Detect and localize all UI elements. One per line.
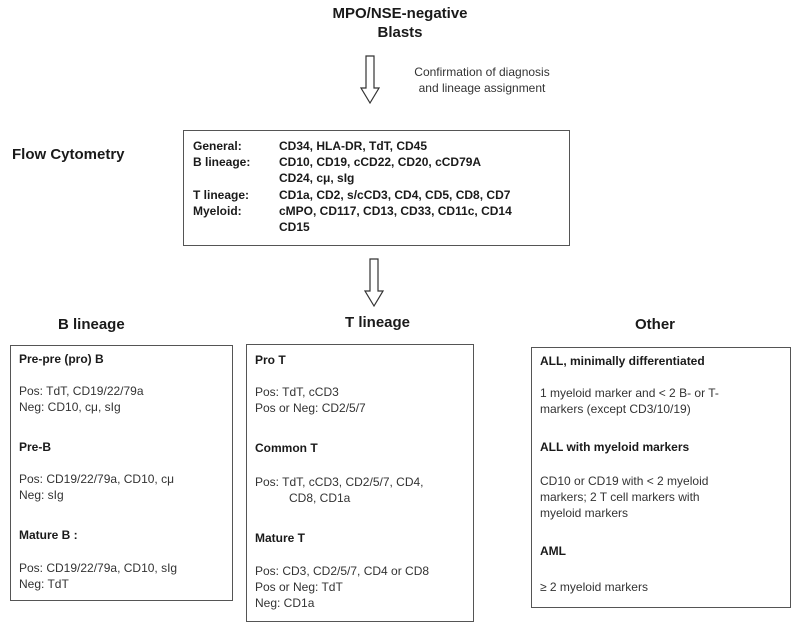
marker-row: General: CD34, HLA-DR, TdT, CD45 — [193, 139, 427, 154]
marker-category: General: — [193, 139, 242, 153]
other-heading: AML — [540, 544, 566, 558]
other-text: myeloid markers — [540, 506, 629, 520]
top-title-line1: MPO/NSE-negative — [332, 5, 468, 22]
other-box: ALL, minimally differentiated 1 myeloid … — [531, 347, 791, 608]
marker-values: cMPO, CD117, CD13, CD33, CD11c, CD14 — [279, 204, 512, 218]
t-lineage-box: Pro T Pos: TdT, cCD3 Pos or Neg: CD2/5/7… — [246, 344, 474, 622]
b-stage-heading: Mature B : — [19, 528, 78, 542]
b-stage-positive: Pos: CD19/22/79a, CD10, cμ — [19, 472, 174, 486]
other-text: markers; 2 T cell markers with — [540, 490, 700, 504]
down-arrow-icon — [360, 55, 380, 105]
t-stage-positive-cont: CD8, CD1a — [289, 491, 351, 505]
b-stage-negative: Neg: CD10, cμ, sIg — [19, 400, 121, 414]
other-title: Other — [635, 316, 676, 333]
t-stage-heading: Pro T — [255, 353, 286, 367]
marker-row: B lineage: CD10, CD19, cCD22, CD20, cCD79… — [193, 155, 481, 170]
b-stage-positive: Pos: TdT, CD19/22/79a — [19, 384, 144, 398]
marker-row: CD24, cμ, sIg — [193, 171, 354, 186]
b-stage-heading: Pre-pre (pro) B — [19, 352, 104, 366]
confirmation-note-line1: Confirmation of diagnosis — [414, 65, 550, 79]
down-arrow-icon — [364, 258, 384, 308]
flow-cytometry-label: Flow Cytometry — [12, 146, 125, 163]
marker-values: CD15 — [279, 220, 310, 234]
confirmation-note-line2: and lineage assignment — [418, 81, 546, 95]
confirmation-note: Confirmation of diagnosis and lineage as… — [392, 64, 572, 96]
marker-values: CD24, cμ, sIg — [279, 171, 355, 185]
t-stage-pos-or-neg: Pos or Neg: TdT — [255, 580, 343, 594]
b-lineage-title: B lineage — [58, 316, 125, 333]
marker-row: CD15 — [193, 220, 310, 235]
t-stage-negative: Neg: CD1a — [255, 596, 315, 610]
marker-row: T lineage: CD1a, CD2, s/cCD3, CD4, CD5, C… — [193, 188, 510, 203]
t-stage-heading: Common T — [255, 441, 318, 455]
t-lineage-title: T lineage — [345, 314, 411, 331]
t-stage-heading: Mature T — [255, 531, 306, 545]
b-stage-heading: Pre-B — [19, 440, 52, 454]
marker-values: CD34, HLA-DR, TdT, CD45 — [279, 139, 428, 153]
t-stage-pos-or-neg: Pos or Neg: CD2/5/7 — [255, 401, 366, 415]
top-title: MPO/NSE-negative Blasts — [250, 4, 550, 42]
other-heading: ALL with myeloid markers — [540, 440, 690, 454]
t-stage-positive: Pos: TdT, cCD3, CD2/5/7, CD4, — [255, 475, 424, 489]
other-text: CD10 or CD19 with < 2 myeloid — [540, 474, 709, 488]
marker-values: CD10, CD19, cCD22, CD20, cCD79A — [279, 155, 482, 169]
marker-category: Myeloid: — [193, 204, 242, 218]
b-stage-negative: Neg: TdT — [19, 577, 69, 591]
other-text: markers (except CD3/10/19) — [540, 402, 691, 416]
b-lineage-box: Pre-pre (pro) B Pos: TdT, CD19/22/79a Ne… — [10, 345, 233, 601]
other-text: ≥ 2 myeloid markers — [540, 580, 648, 594]
other-heading: ALL, minimally differentiated — [540, 354, 705, 368]
other-text: 1 myeloid marker and < 2 B- or T- — [540, 386, 719, 400]
marker-category: B lineage: — [193, 155, 251, 169]
t-stage-positive: Pos: TdT, cCD3 — [255, 385, 339, 399]
marker-category: T lineage: — [193, 188, 250, 202]
t-stage-positive: Pos: CD3, CD2/5/7, CD4 or CD8 — [255, 564, 430, 578]
marker-panel-box: General: CD34, HLA-DR, TdT, CD45 B lineag… — [183, 130, 570, 246]
b-stage-positive: Pos: CD19/22/79a, CD10, sIg — [19, 561, 178, 575]
marker-row: Myeloid: cMPO, CD117, CD13, CD33, CD11c, … — [193, 204, 512, 219]
top-title-line2: Blasts — [377, 24, 423, 41]
marker-values: CD1a, CD2, s/cCD3, CD4, CD5, CD8, CD7 — [279, 188, 511, 202]
b-stage-negative: Neg: sIg — [19, 488, 64, 502]
